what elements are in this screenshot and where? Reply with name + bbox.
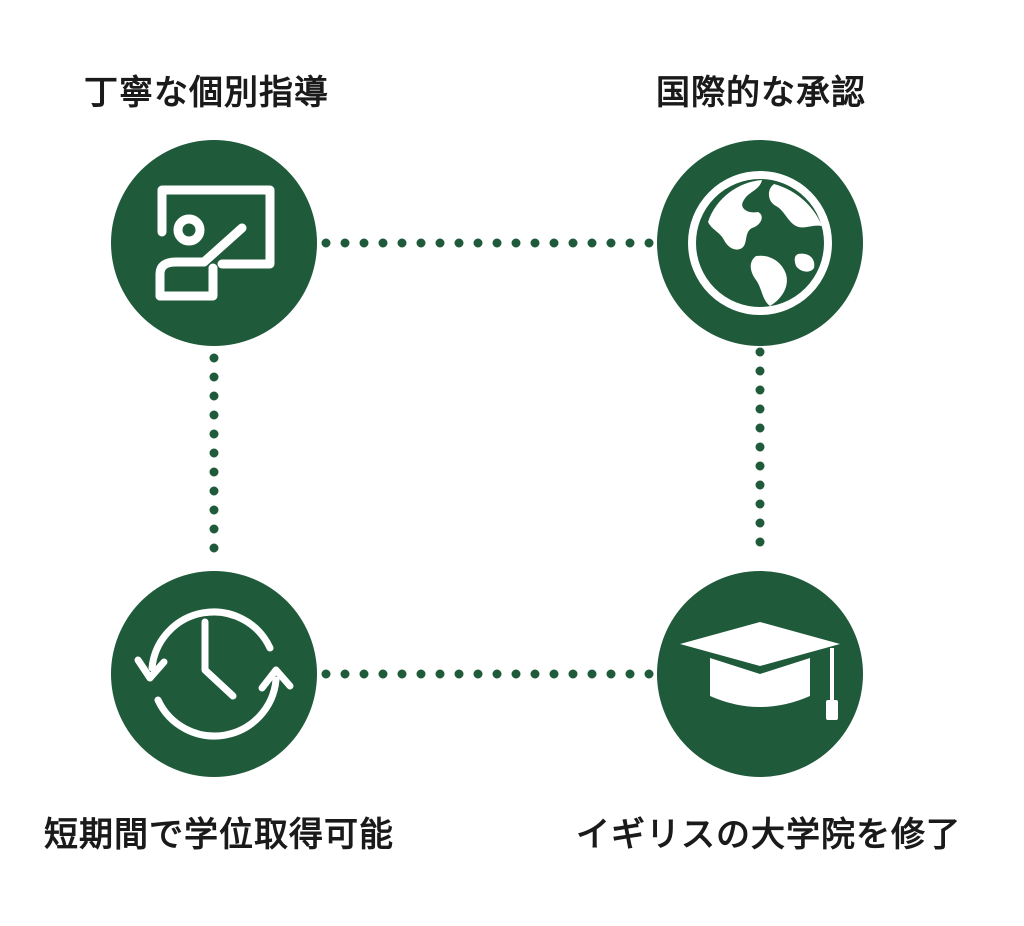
dotted-connectors	[209, 238, 765, 679]
feature-circle-graduation	[657, 571, 863, 777]
feature-circle-tutoring	[111, 140, 317, 346]
teacher-board-icon	[155, 185, 275, 301]
feature-label-international-recognition: 国際的な承認	[656, 73, 866, 113]
feature-label-short-degree: 短期間で学位取得可能	[44, 815, 394, 855]
feature-circle-international	[657, 140, 863, 346]
feature-label-uk-graduate: イギリスの大学院を修了	[576, 815, 961, 855]
globe-icon	[688, 171, 832, 315]
graduation-cap-icon	[680, 622, 840, 720]
feature-circle-short-term	[111, 571, 317, 777]
feature-label-personal-tutoring: 丁寧な個別指導	[84, 73, 329, 113]
clock-cycle-icon	[134, 608, 294, 740]
